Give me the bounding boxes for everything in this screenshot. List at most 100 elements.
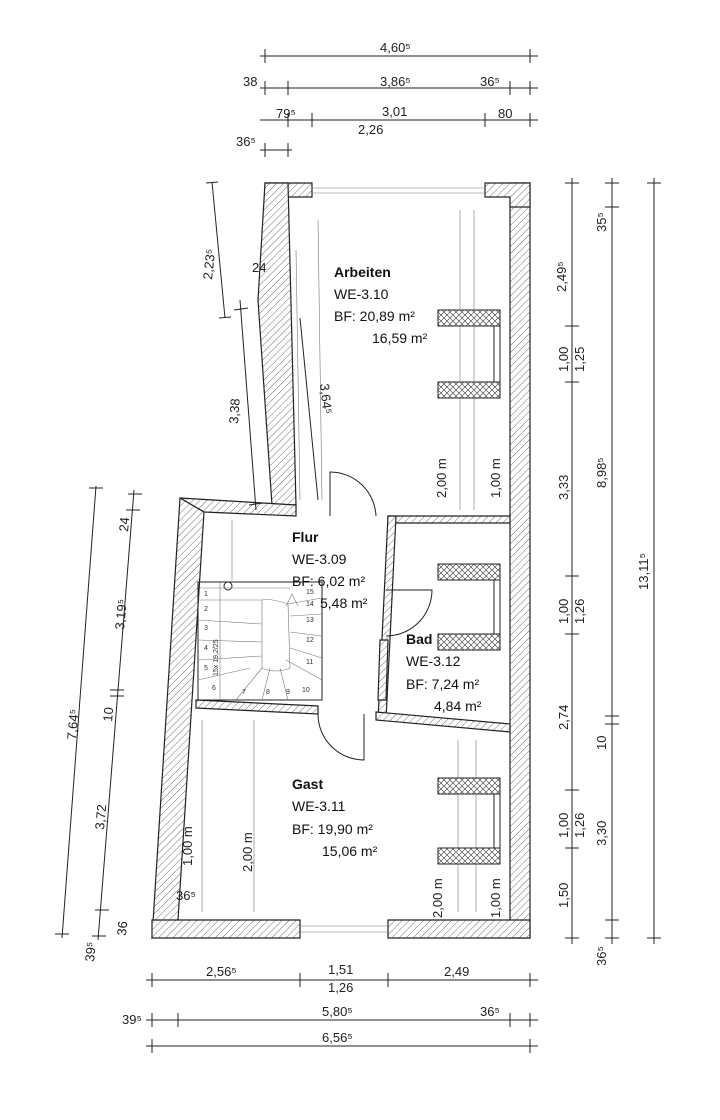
gast-wall-dim: 36⁵ (176, 888, 196, 903)
room-flur-bf: BF: 6,02 m² (292, 573, 365, 589)
dim-upper-stair-side: 3,38 (226, 398, 243, 424)
room-gast-area: 15,06 m² (322, 843, 378, 859)
stair-step-5: 5 (204, 665, 208, 672)
stair: 1 2 3 4 5 6 7 8 9 10 11 12 13 14 15 15x … (197, 581, 323, 701)
stair-step-1: 1 (204, 591, 208, 598)
inner-height-labels: 2,00 m 1,00 m 1,00 m 2,00 m 2,00 m 1,00 … (176, 458, 503, 918)
dim-top-window-inner: 2,26 (358, 122, 383, 137)
right-wall (509, 182, 531, 939)
dim-right-mid-bottom-wall: 36⁵ (594, 946, 609, 966)
radiator-bad-2 (437, 633, 501, 651)
stair-step-9: 9 (286, 689, 290, 696)
room-arbeiten-bf: BF: 20,89 m² (334, 308, 415, 324)
door-arbeiten (329, 471, 377, 517)
stair-step-12: 12 (306, 637, 314, 644)
stair-step-14: 14 (306, 601, 314, 608)
dim-right-seg6b: 1,26 (572, 813, 587, 838)
dim-bottom-overall: 6,56⁵ (322, 1030, 353, 1045)
dim-upper-diag: 3,64⁵ (317, 383, 335, 415)
room-bad-name: Bad (406, 631, 432, 647)
right-dimensions: 2,49⁵ 1,00 1,25 3,33 1,00 1,26 2,74 1,00… (554, 178, 661, 966)
bottom-wall-right (387, 919, 531, 939)
dim-right-mid-upper: 8,98⁵ (594, 457, 609, 488)
dim-upper-slant: 2,23⁵ (200, 248, 218, 280)
stair-note: 15x 19,2/25 (213, 639, 220, 676)
stair-step-4: 4 (204, 645, 208, 652)
gast-height-2: 2,00 m (240, 832, 255, 872)
height-lines (201, 210, 477, 912)
dim-top-inner: 3,86⁵ (380, 74, 411, 89)
windows (300, 187, 485, 933)
dim-bottom-left: 2,56⁵ (206, 964, 237, 979)
radiator-gast-1 (437, 777, 501, 795)
dim-right-seg7: 1,50 (556, 883, 571, 908)
gast-flur-wall (195, 699, 319, 715)
dim-bottom-door-inner: 1,26 (328, 980, 353, 995)
arbeiten-left-wall (257, 182, 297, 506)
room-flur-name: Flur (292, 529, 319, 545)
room-flur-area: 5,48 m² (320, 595, 368, 611)
bottom-wall-left (151, 919, 301, 939)
dim-right-mid-lower: 3,30 (594, 821, 609, 846)
room-arbeiten-name: Arbeiten (334, 264, 391, 280)
gast-height-4: 1,00 m (488, 878, 503, 918)
radiator-arbeiten-1 (437, 309, 501, 327)
doors (317, 471, 433, 761)
room-gast-name: Gast (292, 776, 323, 792)
dim-left-bottom-outer: 39⁵ (82, 941, 99, 962)
dim-top-left-thickness: 36⁵ (236, 134, 256, 149)
dim-top-left-wall: 38 (243, 74, 257, 89)
stair-step-3: 3 (204, 625, 208, 632)
left-wall (151, 496, 205, 940)
bad-bottom-wall (375, 711, 511, 733)
room-gast: Gast WE-3.11 BF: 19,90 m² 15,06 m² (292, 776, 378, 859)
stair-step-6: 6 (212, 685, 216, 692)
gast-height-1: 1,00 m (180, 826, 195, 866)
room-arbeiten-area: 16,59 m² (372, 330, 428, 346)
dim-right-seg2b: 1,25 (572, 347, 587, 372)
dim-left-lower: 3,72 (92, 804, 109, 831)
dim-bottom-right: 2,49 (444, 964, 469, 979)
upper-left-dimensions: 2,23⁵ 3,38 24 3,64⁵ (200, 181, 335, 511)
dim-left-mid: 10 (100, 707, 116, 723)
room-gast-bf: BF: 19,90 m² (292, 821, 373, 837)
room-flur-id: WE-3.09 (292, 551, 347, 567)
dim-right-seg5: 2,74 (556, 705, 571, 730)
dim-top-window: 3,01 (382, 104, 407, 119)
dim-left-upper: 3,19⁵ (112, 598, 130, 630)
top-wall-right (484, 182, 531, 208)
room-arbeiten: Arbeiten WE-3.10 BF: 20,89 m² 16,59 m² (334, 264, 428, 346)
stair-step-2: 2 (204, 606, 208, 613)
dim-right-seg3: 3,33 (556, 475, 571, 500)
arbeiten-bad-wall (387, 515, 511, 524)
stair-step-15: 15 (306, 589, 314, 596)
dim-top-left-offset: 79⁵ (276, 106, 296, 121)
dim-bottom-inner: 5,80⁵ (322, 1004, 353, 1019)
stair-step-11: 11 (306, 659, 313, 666)
stair-step-7: 7 (242, 689, 246, 696)
top-dimensions: 4,60⁵ 38 3,86⁵ 36⁵ 79⁵ 3,01 80 2,26 36⁵ (236, 40, 538, 157)
room-bad-id: WE-3.12 (406, 653, 461, 669)
dim-right-mid-top-wall: 35⁵ (594, 212, 609, 232)
radiators (437, 309, 501, 865)
door-bad (385, 589, 433, 637)
stair-step-10: 10 (302, 687, 310, 694)
dim-bottom-left-wall: 39⁵ (122, 1012, 142, 1027)
room-bad: Bad WE-3.12 BF: 7,24 m² 4,84 m² (406, 631, 482, 714)
dim-right-seg4b: 1,26 (572, 599, 587, 624)
bottom-dimensions: 2,56⁵ 1,51 1,26 2,49 39⁵ 5,80⁵ 36⁵ 6,56⁵ (122, 962, 538, 1053)
dim-right-mid-wall: 10 (594, 736, 609, 750)
radiator-gast-2 (437, 847, 501, 865)
dim-left-overall: 7,64⁵ (64, 708, 82, 740)
dim-right-outer-overall: 13,11⁵ (636, 553, 651, 590)
stair-step-13: 13 (306, 617, 314, 624)
arbeiten-height-1: 2,00 m (434, 458, 449, 498)
dim-bottom-right-wall: 36⁵ (480, 1004, 500, 1019)
dim-right-seg6: 1,00 (556, 813, 571, 838)
dim-right-seg4: 1,00 (556, 599, 571, 624)
room-bad-area: 4,84 m² (434, 698, 482, 714)
flur-right-wall (377, 639, 389, 701)
room-gast-id: WE-3.11 (292, 798, 346, 814)
dim-top-overall: 4,60⁵ (380, 40, 411, 55)
